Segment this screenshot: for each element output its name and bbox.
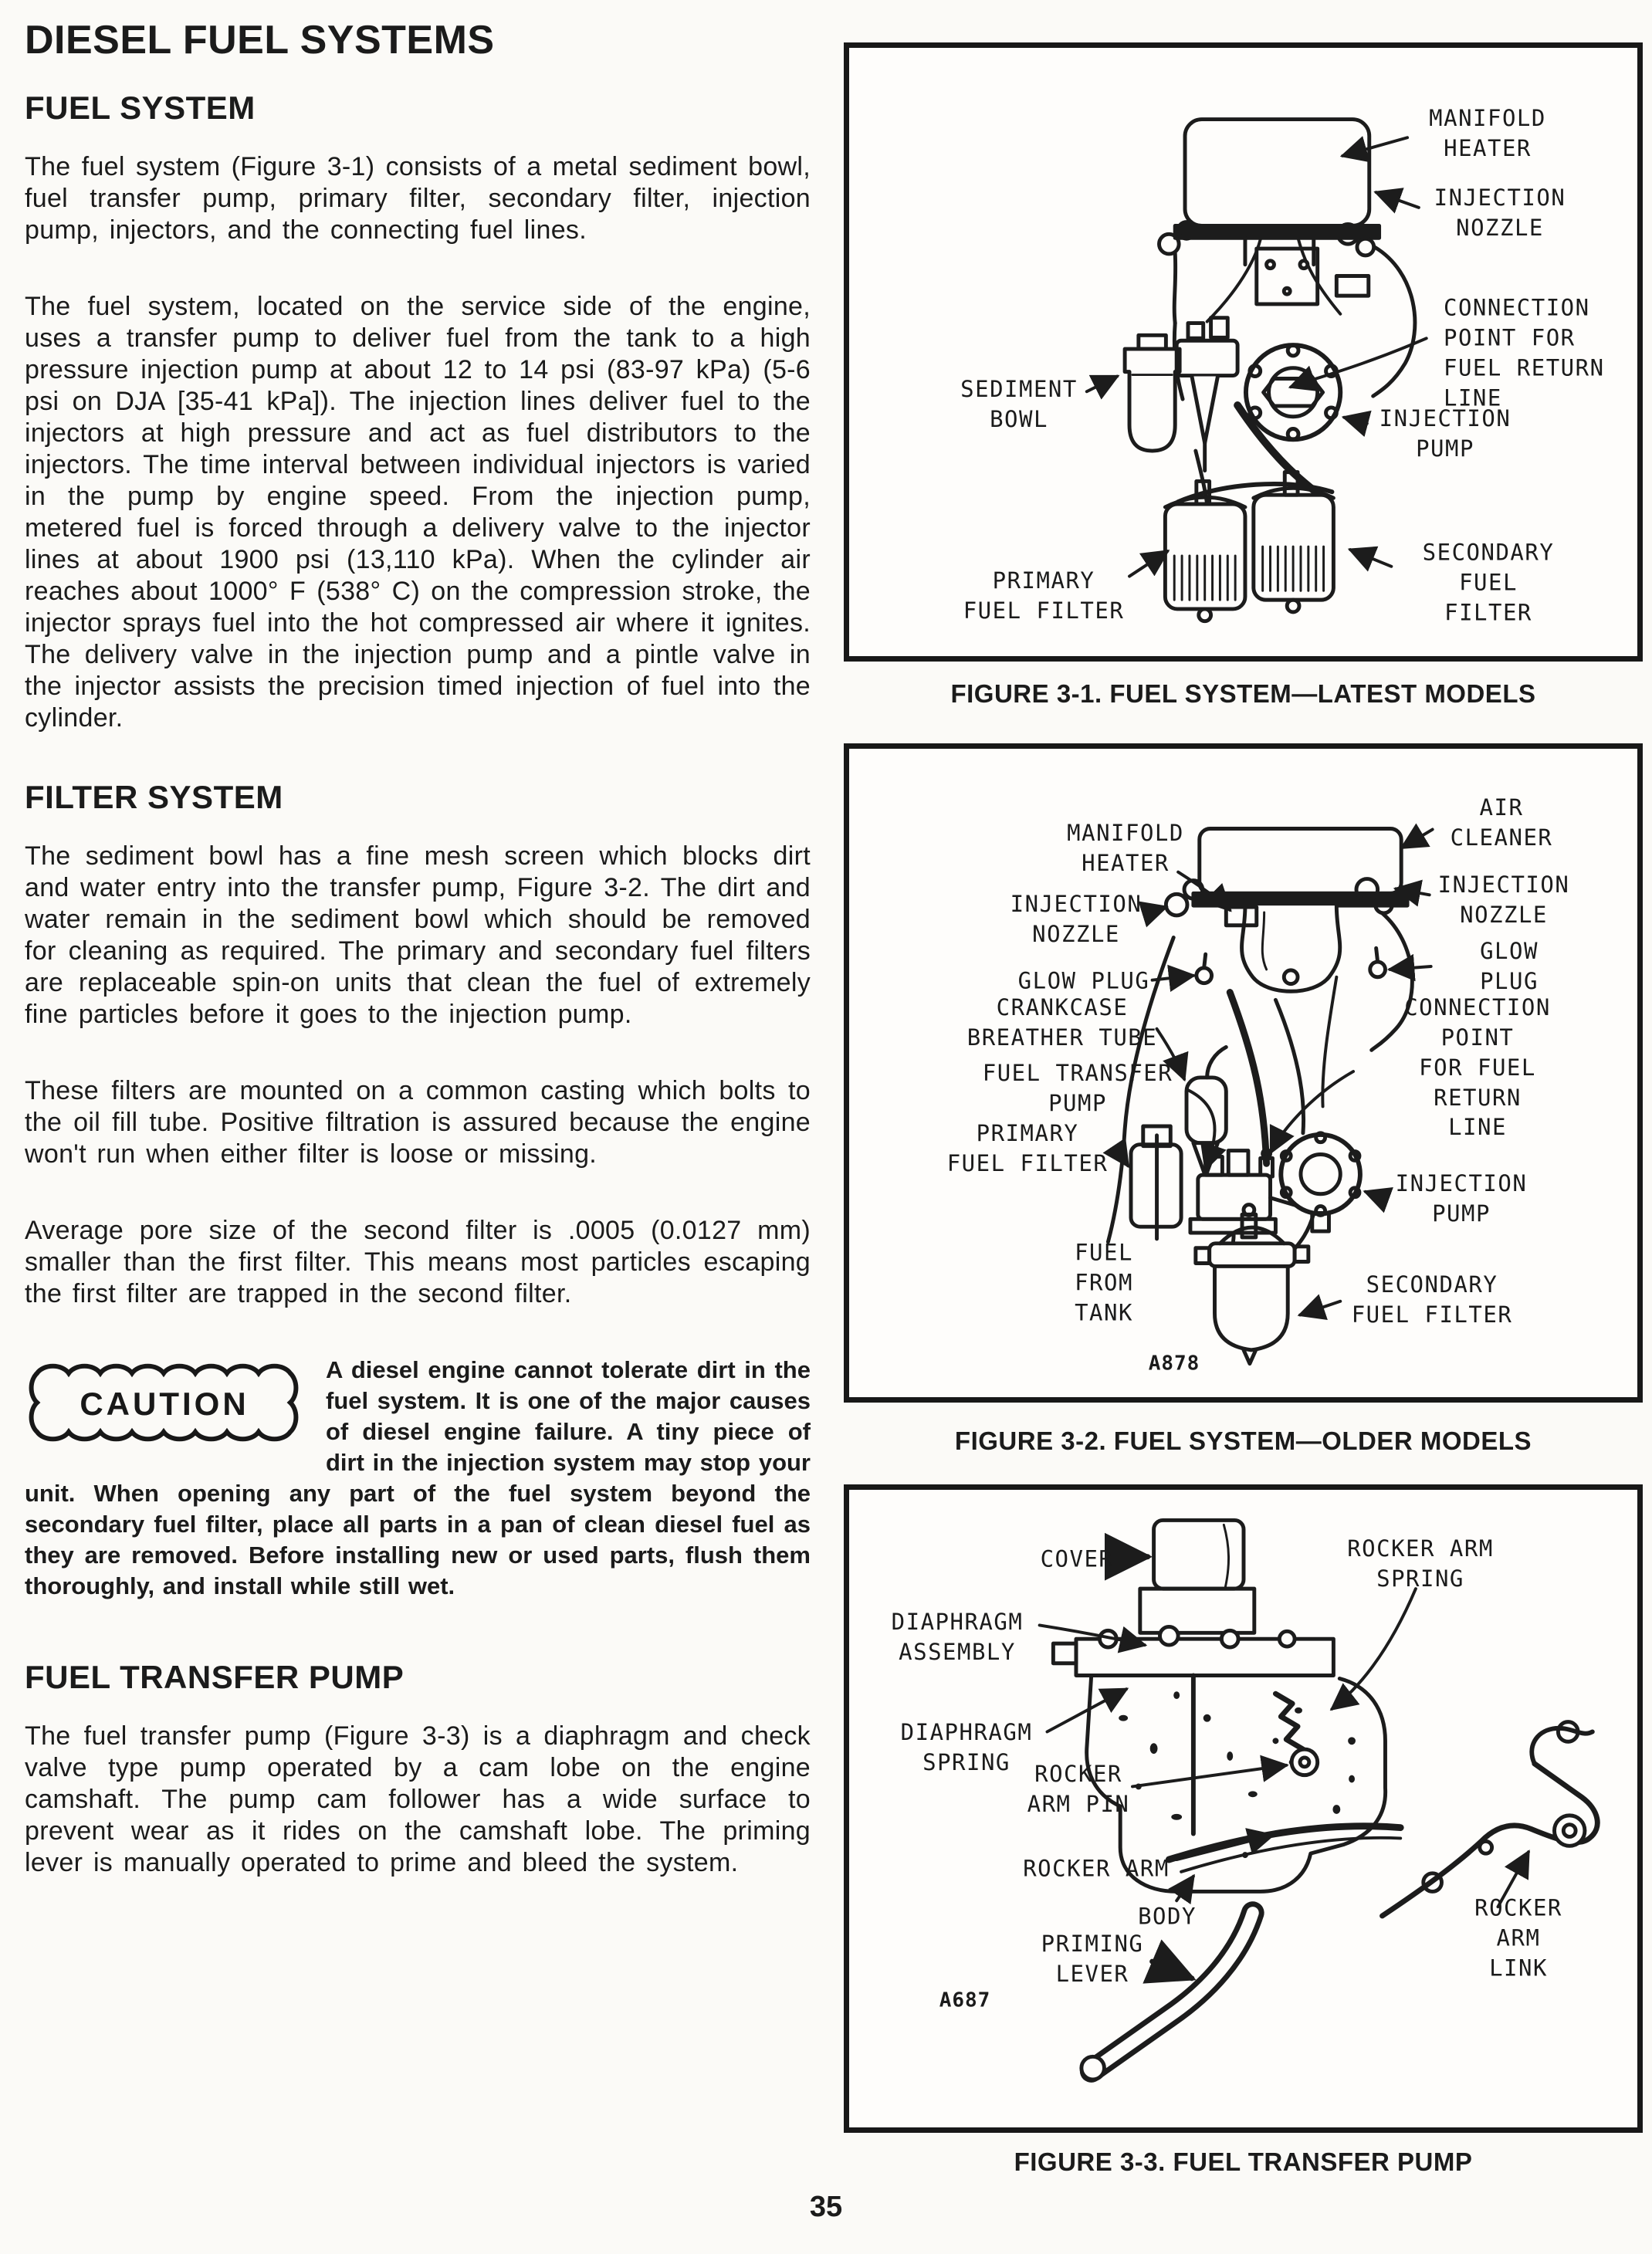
figure-3-2: MANIFOLD HEATER AIR CLEANER INJECTION NO… xyxy=(844,743,1643,1403)
figure-3-3-caption: FIGURE 3-3. FUEL TRANSFER PUMP xyxy=(1014,2147,1473,2176)
figure-3-2-drawing xyxy=(1102,823,1434,1366)
fig2-label-secondary-fuel-filter: SECONDARY FUEL FILTER xyxy=(1351,1271,1513,1328)
fig1-label-connection-point: CONNECTION POINT FOR FUEL RETURN LINE xyxy=(1444,294,1605,411)
fig2-label-glow-plug-right: GLOW PLUG xyxy=(1480,938,1539,994)
page-number: 35 xyxy=(809,2191,843,2223)
heading-filter-system: FILTER SYSTEM xyxy=(25,779,283,815)
paragraph: The fuel system, located on the service … xyxy=(25,292,811,733)
fig3-label-rocker-arm-spring: ROCKER ARM SPRING xyxy=(1347,1535,1494,1592)
fig3-code: A687 xyxy=(939,1988,991,2012)
fig3-label-cover: COVER xyxy=(1040,1545,1114,1572)
fig2-label-manifold-heater: MANIFOLD HEATER xyxy=(1067,820,1184,876)
figure-3-1-caption: FIGURE 3-1. FUEL SYSTEM—LATEST MODELS xyxy=(950,679,1536,708)
paragraph: The sediment bowl has a fine mesh screen… xyxy=(25,841,811,1029)
caution-badge: CAUTION xyxy=(29,1363,299,1442)
figure-3-2-caption: FIGURE 3-2. FUEL SYSTEM—OLDER MODELS xyxy=(954,1427,1532,1455)
fig2-label-injection-pump: INJECTION PUMP xyxy=(1395,1170,1528,1227)
fig1-label-sediment-bowl: SEDIMENT BOWL xyxy=(960,376,1078,432)
caution-scallop-border xyxy=(29,1363,299,1442)
fig1-label-injection-pump: INJECTION PUMP xyxy=(1379,405,1512,462)
caution-text: A diesel engine cannot tolerate dirt in … xyxy=(25,1356,811,1599)
paragraph: These filters are mounted on a common ca… xyxy=(25,1076,811,1169)
caution-badge-label: CAUTION xyxy=(80,1386,249,1422)
fig2-code: A878 xyxy=(1148,1352,1200,1376)
figure-3-3: COVER ROCKER ARM SPRING DIAPHRAGM ASSEMB… xyxy=(844,1484,1643,2133)
fig3-label-rocker-arm: ROCKER ARM xyxy=(1023,1855,1170,1882)
caution-block: CAUTION A diesel engine cannot tolerate … xyxy=(25,1355,811,1602)
fig1-label-injection-nozzle: INJECTION NOZZLE xyxy=(1434,184,1566,241)
paragraph: Average pore size of the second filter i… xyxy=(25,1216,811,1308)
fig3-label-body: BODY xyxy=(1138,1903,1197,1930)
fig2-label-injection-nozzle-right: INJECTION NOZZLE xyxy=(1437,871,1570,928)
fig2-label-glow-plug-left: GLOW PLUG xyxy=(1017,967,1150,994)
text-column: DIESEL FUEL SYSTEMS FUEL SYSTEM The fuel… xyxy=(25,17,811,1924)
figure-3-3-drawing xyxy=(1038,1518,1600,2083)
fig2-label-air-cleaner: AIR CLEANER xyxy=(1450,794,1553,851)
figure-3-1: MANIFOLD HEATER INJECTION NOZZLE CONNECT… xyxy=(844,42,1643,662)
fig2-label-crankcase-breather-tube: CRANKCASE BREATHER TUBE xyxy=(966,994,1158,1051)
fig3-label-rocker-arm-pin: ROCKER ARM PIN xyxy=(1027,1761,1130,1817)
paragraph: The fuel transfer pump (Figure 3-3) is a… xyxy=(25,1721,811,1877)
fig2-label-fuel-from-tank: FUEL FROM TANK xyxy=(1075,1239,1133,1326)
heading-fuel-transfer-pump: FUEL TRANSFER PUMP xyxy=(25,1659,405,1695)
paragraph: The fuel system (Figure 3-1) consists of… xyxy=(25,152,811,245)
heading-fuel-system: FUEL SYSTEM xyxy=(25,90,256,126)
figure-3-1-drawing xyxy=(1085,117,1428,624)
fig3-label-diaphragm-spring: DIAPHRAGM SPRING xyxy=(900,1719,1033,1775)
fig2-label-fuel-transfer-pump: FUEL TRANSFER PUMP xyxy=(982,1060,1173,1116)
fig3-label-priming-lever: PRIMING LEVER xyxy=(1041,1931,1144,1987)
fig2-label-primary-fuel-filter: PRIMARY FUEL FILTER xyxy=(946,1120,1109,1176)
fig1-label-primary-fuel-filter: PRIMARY FUEL FILTER xyxy=(963,567,1125,624)
fig2-label-connection-point: CONNECTION POINT FOR FUEL RETURN LINE xyxy=(1404,993,1551,1141)
page-title: DIESEL FUEL SYSTEMS xyxy=(25,18,495,63)
fig1-label-secondary-fuel-filter: SECONDARY FUEL FILTER xyxy=(1422,539,1555,626)
fig3-label-diaphragm-assembly: DIAPHRAGM ASSEMBLY xyxy=(891,1609,1024,1665)
fig2-label-injection-nozzle-left: INJECTION NOZZLE xyxy=(1010,891,1143,947)
fig1-label-manifold-heater: MANIFOLD HEATER xyxy=(1429,105,1546,161)
fig3-label-rocker-arm-link: ROCKER ARM LINK xyxy=(1474,1894,1562,1982)
